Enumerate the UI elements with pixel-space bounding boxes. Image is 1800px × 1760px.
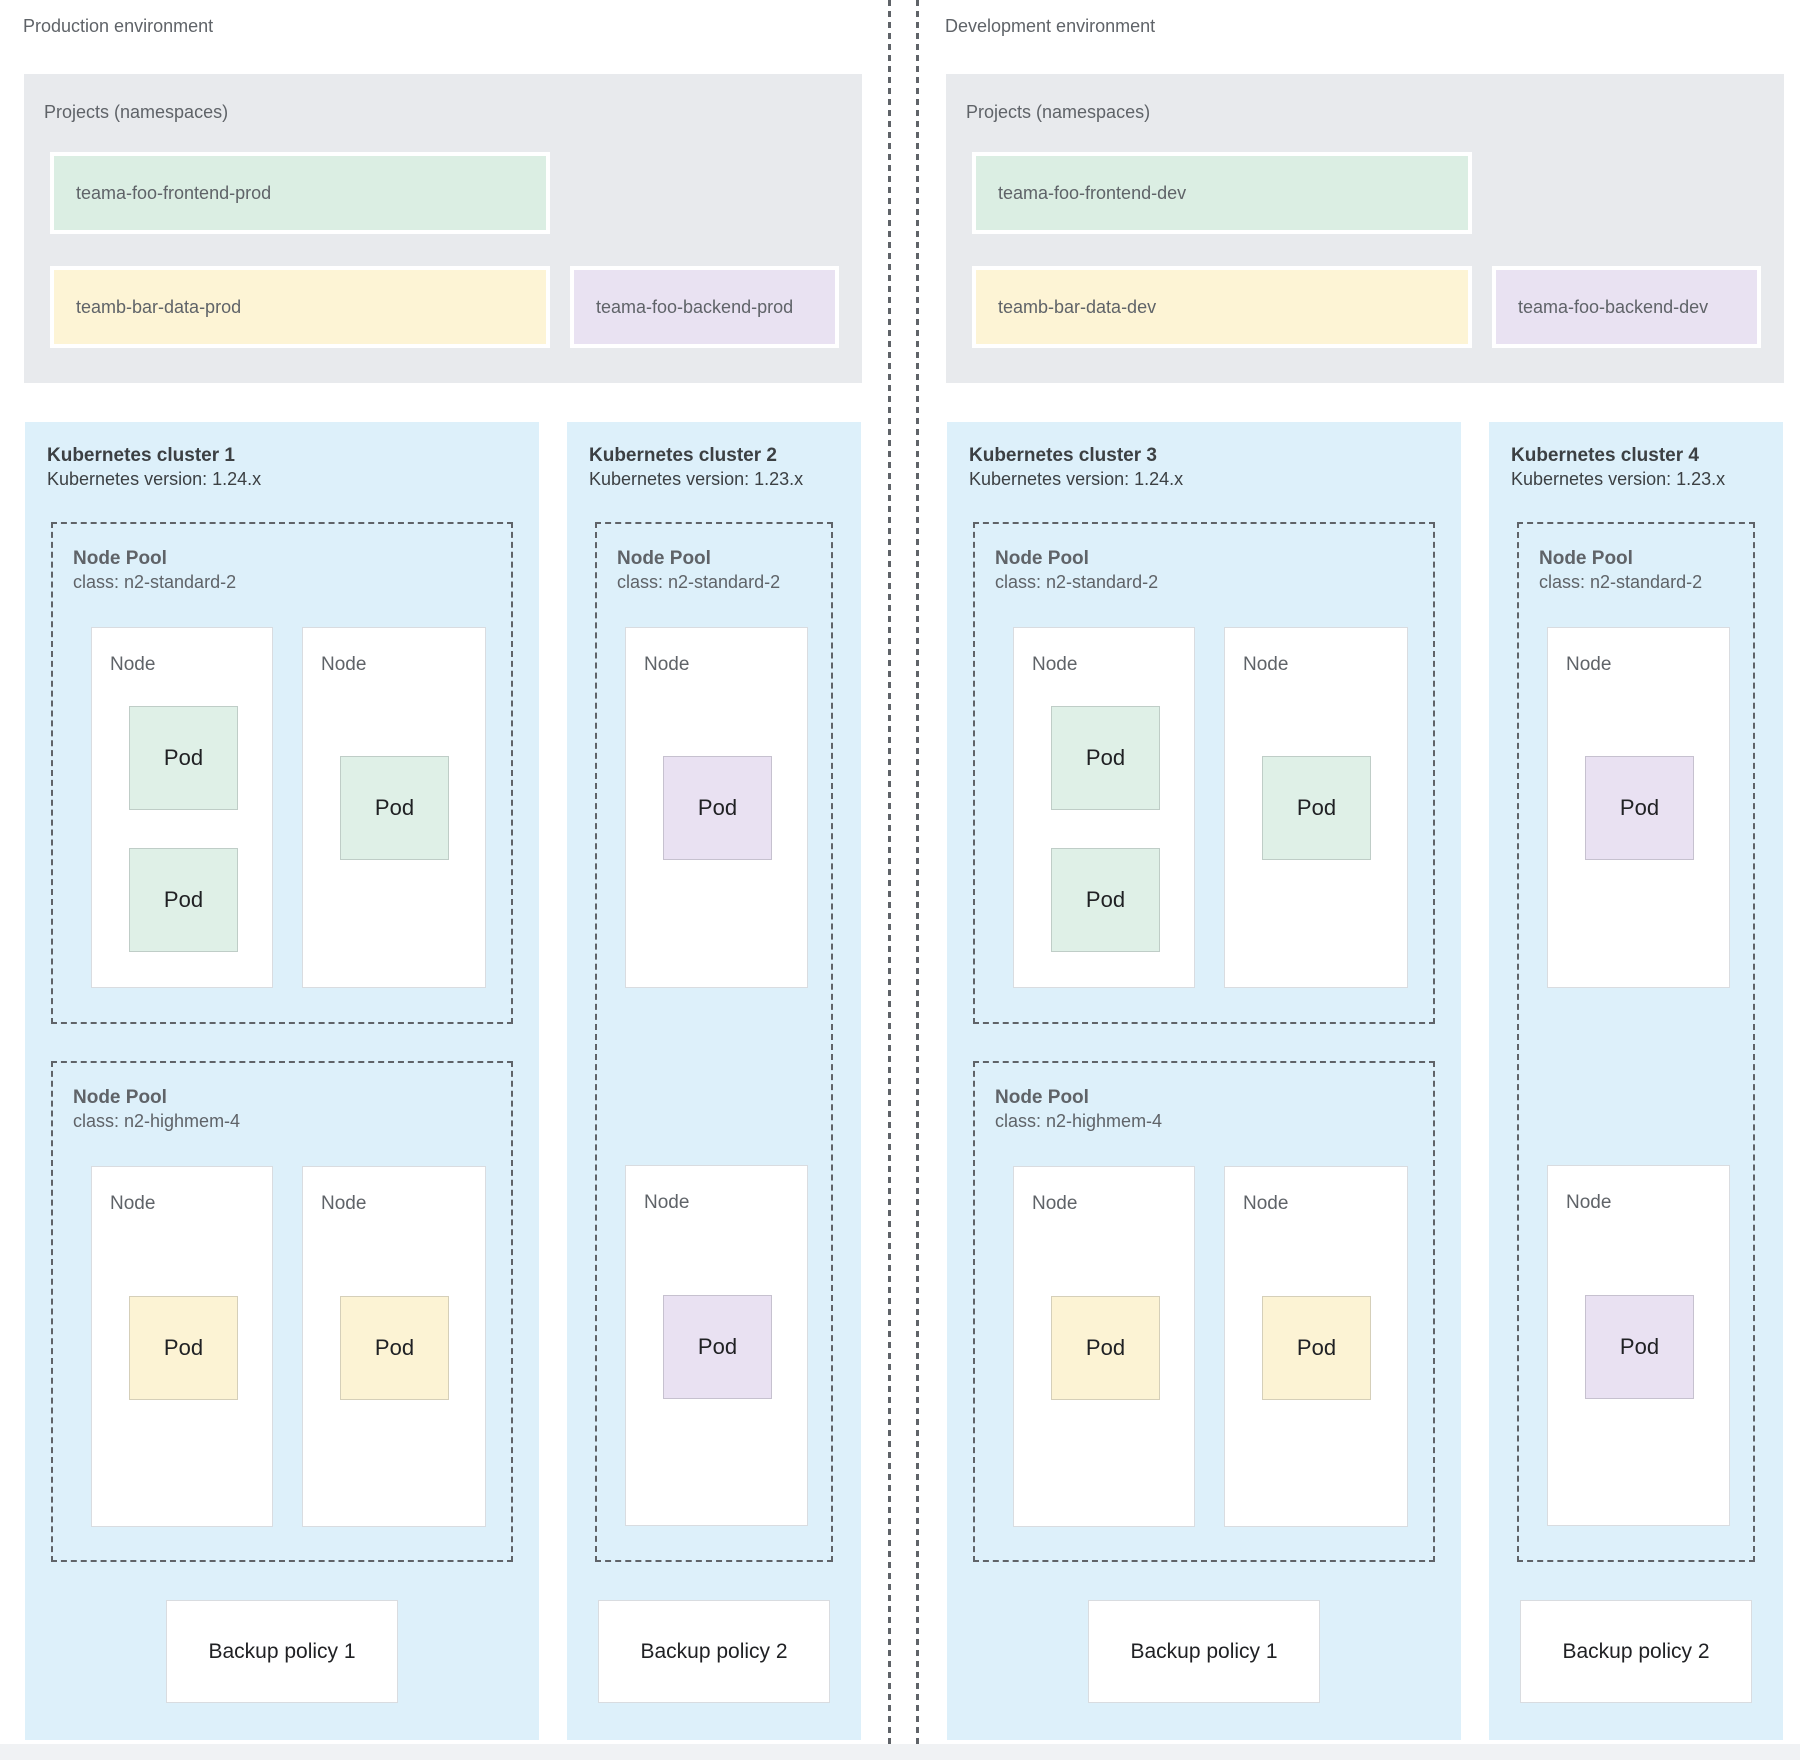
namespace-backend: teama-foo-backend-dev [1492, 266, 1761, 348]
pod-box: Pod [1051, 848, 1160, 952]
bottom-margin-strip [0, 1744, 1800, 1760]
backup-policy-box: Backup policy 2 [1520, 1600, 1752, 1703]
node-box: Node Pod [1224, 627, 1408, 988]
node-pool-title: Node Pool [73, 548, 167, 569]
node-pool-class: class: n2-highmem-4 [73, 1111, 241, 1131]
node-pool-standard: Node Pool class: n2-standard-2 Node Pod … [595, 522, 833, 1562]
node-label: Node [1566, 654, 1612, 675]
node-pool-title: Node Pool [995, 548, 1089, 569]
node-label: Node [321, 654, 367, 675]
cluster-title: Kubernetes cluster 2 [589, 445, 777, 466]
node-pool-standard: Node Pool class: n2-standard-2 Node Pod … [51, 522, 513, 1024]
node-pool-class: class: n2-standard-2 [1539, 572, 1703, 592]
node-label: Node [644, 1192, 690, 1213]
namespace-data: teamb-bar-data-dev [972, 266, 1472, 348]
pod-box: Pod [1262, 1296, 1371, 1400]
cluster-title: Kubernetes cluster 3 [969, 445, 1157, 466]
node-label: Node [1566, 1192, 1612, 1213]
node-label: Node [1243, 1193, 1289, 1214]
pod-box: Pod [129, 848, 238, 952]
node-pool-highmem: Node Pool class: n2-highmem-4 Node Pod N… [51, 1061, 513, 1562]
node-pool-title: Node Pool [73, 1087, 167, 1108]
node-pool-class: class: n2-highmem-4 [995, 1111, 1163, 1131]
pod-box: Pod [663, 1295, 772, 1399]
node-label: Node [1032, 654, 1078, 675]
pod-box: Pod [1585, 1295, 1694, 1399]
projects-title: Projects (namespaces) [966, 102, 1151, 122]
projects-namespaces-box: Projects (namespaces) teama-foo-frontend… [946, 74, 1784, 383]
node-pool-standard: Node Pool class: n2-standard-2 Node Pod … [973, 522, 1435, 1024]
node-pool-title: Node Pool [1539, 548, 1633, 569]
cluster-version: Kubernetes version: 1.24.x [47, 469, 262, 489]
namespace-frontend: teama-foo-frontend-prod [50, 152, 550, 234]
environment-label: Production environment [23, 16, 214, 36]
pod-box: Pod [1262, 756, 1371, 860]
node-label: Node [1032, 1193, 1078, 1214]
cluster-version: Kubernetes version: 1.23.x [1511, 469, 1726, 489]
node-pool-title: Node Pool [995, 1087, 1089, 1108]
node-box: Node Pod [1547, 1165, 1730, 1526]
pod-box: Pod [129, 706, 238, 810]
environment-divider-line [916, 0, 919, 1760]
node-pool-class: class: n2-standard-2 [617, 572, 781, 592]
cluster-version: Kubernetes version: 1.24.x [969, 469, 1184, 489]
node-box: Node Pod [1224, 1166, 1408, 1527]
node-pool-class: class: n2-standard-2 [73, 572, 237, 592]
node-box: Node Pod [302, 627, 486, 988]
cluster-version: Kubernetes version: 1.23.x [589, 469, 804, 489]
pod-box: Pod [1051, 1296, 1160, 1400]
cluster-title: Kubernetes cluster 1 [47, 445, 235, 466]
node-box: Node Pod [625, 1165, 808, 1526]
node-box: Node Pod [91, 1166, 273, 1527]
node-label: Node [321, 1193, 367, 1214]
pod-box: Pod [1051, 706, 1160, 810]
node-box: Node Pod [1013, 1166, 1195, 1527]
namespace-data: teamb-bar-data-prod [50, 266, 550, 348]
projects-title: Projects (namespaces) [44, 102, 229, 122]
node-box: Node Pod Pod [1013, 627, 1195, 988]
node-pool-standard: Node Pool class: n2-standard-2 Node Pod … [1517, 522, 1755, 1562]
kubernetes-cluster-2: Kubernetes cluster 2 Kubernetes version:… [567, 422, 861, 1740]
environment-production: Production environment Projects (namespa… [0, 0, 890, 1760]
kubernetes-cluster-4: Kubernetes cluster 4 Kubernetes version:… [1489, 422, 1783, 1740]
namespace-frontend: teama-foo-frontend-dev [972, 152, 1472, 234]
pod-box: Pod [129, 1296, 238, 1400]
namespace-backend: teama-foo-backend-prod [570, 266, 839, 348]
pod-box: Pod [340, 1296, 449, 1400]
node-box: Node Pod [1547, 627, 1730, 988]
projects-namespaces-box: Projects (namespaces) teama-foo-frontend… [24, 74, 862, 383]
kubernetes-cluster-1: Kubernetes cluster 1 Kubernetes version:… [25, 422, 539, 1740]
pod-box: Pod [340, 756, 449, 860]
node-label: Node [644, 654, 690, 675]
node-pool-title: Node Pool [617, 548, 711, 569]
environment-label: Development environment [945, 16, 1156, 36]
backup-policy-box: Backup policy 1 [1088, 1600, 1320, 1703]
node-pool-highmem: Node Pool class: n2-highmem-4 Node Pod N… [973, 1061, 1435, 1562]
kubernetes-cluster-3: Kubernetes cluster 3 Kubernetes version:… [947, 422, 1461, 1740]
pod-box: Pod [663, 756, 772, 860]
backup-policy-box: Backup policy 1 [166, 1600, 398, 1703]
pod-box: Pod [1585, 756, 1694, 860]
environment-development: Development environment Projects (namesp… [922, 0, 1800, 1760]
node-label: Node [1243, 654, 1289, 675]
node-label: Node [110, 1193, 156, 1214]
cluster-title: Kubernetes cluster 4 [1511, 445, 1699, 466]
node-box: Node Pod [625, 627, 808, 988]
node-label: Node [110, 654, 156, 675]
node-pool-class: class: n2-standard-2 [995, 572, 1159, 592]
backup-policy-box: Backup policy 2 [598, 1600, 830, 1703]
node-box: Node Pod [302, 1166, 486, 1527]
node-box: Node Pod Pod [91, 627, 273, 988]
environment-divider-line [888, 0, 891, 1760]
